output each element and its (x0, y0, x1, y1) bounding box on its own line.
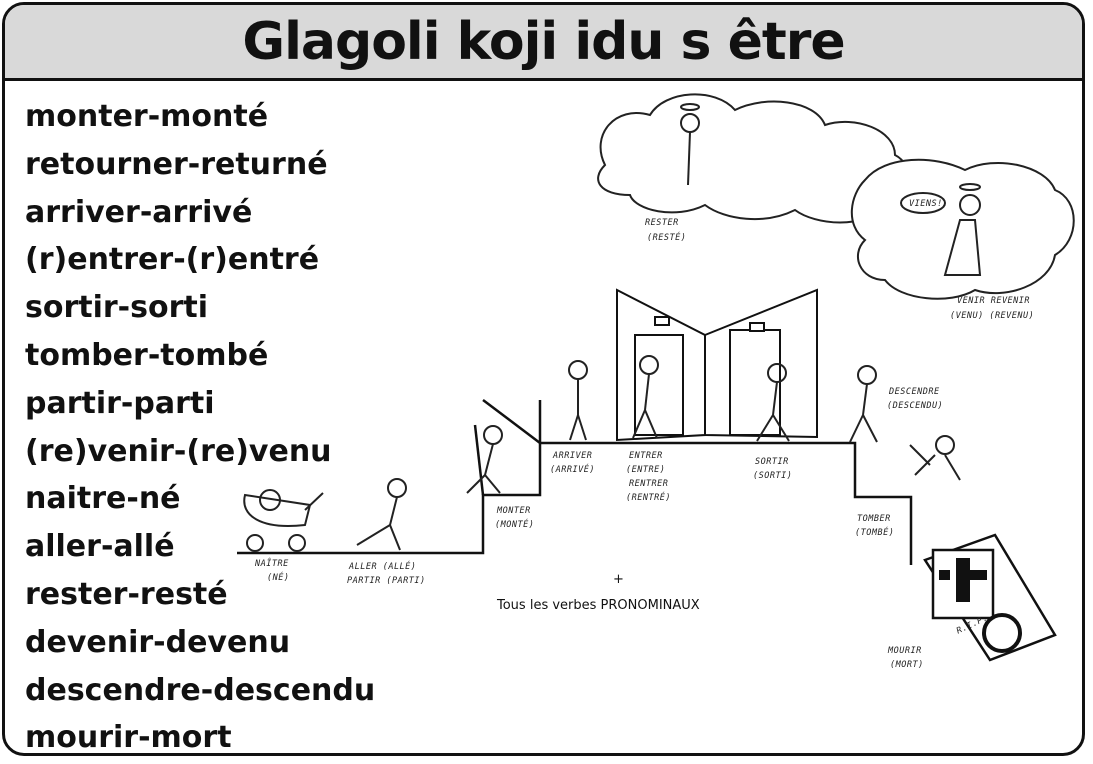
label-descendre-pp: (DESCENDU) (887, 401, 943, 411)
doors (616, 288, 818, 442)
label-monter-pp: (MONTÉ) (495, 518, 534, 530)
label-rentrer: RENTRER (629, 479, 668, 489)
label-aller: ALLER (ALLÉ) (348, 560, 416, 572)
label-entrer-pp: (ENTRE) (626, 465, 665, 475)
verb-item: retourner-returné (25, 146, 328, 182)
verb-item: descendre-descendu (25, 672, 376, 708)
label-naitre: NAÎTRE (254, 557, 289, 569)
plus-sign: + (613, 572, 624, 587)
label-entrer: ENTRER (629, 451, 663, 461)
heaven-cloud (597, 93, 1075, 300)
house-of-etre-illustration: RESTER (RESTÉ) VIENS! VENIR REVENIR (VEN… (237, 93, 1075, 670)
label-naitre-pp: (NÉ) (267, 571, 289, 583)
label-rester: RESTER (645, 218, 679, 228)
verb-item: sortir-sorti (25, 290, 209, 326)
label-arriver: ARRIVER (552, 451, 592, 461)
label-mourir: MOURIR (887, 646, 922, 656)
verb-item: aller-allé (25, 529, 175, 565)
label-partir: PARTIR (PARTI) (347, 576, 426, 586)
label-sortir: SORTIR (755, 457, 789, 467)
poster-frame: Glagoli koji idu s être monter-monté ret… (2, 2, 1085, 756)
verb-item: naitre-né (25, 481, 181, 517)
label-sortir-pp: (SORTI) (753, 471, 792, 481)
verb-item: (r)entrer-(r)entré (25, 242, 320, 278)
verb-list: monter-monté retourner-returné arriver-a… (25, 93, 376, 756)
label-monter: MONTER (496, 506, 531, 516)
verb-item: arriver-arrivé (25, 194, 253, 230)
pronominal-caption: Tous les verbes PRONOMINAUX (496, 598, 700, 613)
verb-item: mourir-mort (25, 720, 232, 756)
label-tomber-pp: (TOMBÉ) (855, 526, 894, 538)
verb-item: tomber-tombé (25, 337, 269, 373)
verb-item: devenir-devenu (25, 624, 291, 660)
verb-item: (re)venir-(re)venu (25, 433, 332, 469)
character-figures (243, 103, 982, 552)
label-rester-pp: (RESTÉ) (647, 231, 686, 243)
label-rentrer-pp: (RENTRÉ) (626, 491, 671, 503)
title-bar: Glagoli koji idu s être (5, 5, 1082, 81)
page-title: Glagoli koji idu s être (242, 11, 845, 72)
label-descendre: DESCENDRE (888, 387, 940, 397)
label-mourir-pp: (MORT) (890, 660, 924, 670)
label-viens: VIENS! (909, 199, 943, 209)
label-venir-pp: (VENU) (REVENU) (950, 311, 1034, 321)
label-arriver-pp: (ARRIVÉ) (550, 463, 595, 475)
label-venir: VENIR REVENIR (957, 296, 1030, 306)
tombstone (923, 533, 1057, 662)
label-tomber: TOMBER (857, 514, 891, 524)
verb-item: partir-parti (25, 385, 215, 421)
verb-item: rester-resté (25, 576, 228, 612)
verb-item: monter-monté (25, 99, 269, 134)
staircase (237, 399, 913, 565)
